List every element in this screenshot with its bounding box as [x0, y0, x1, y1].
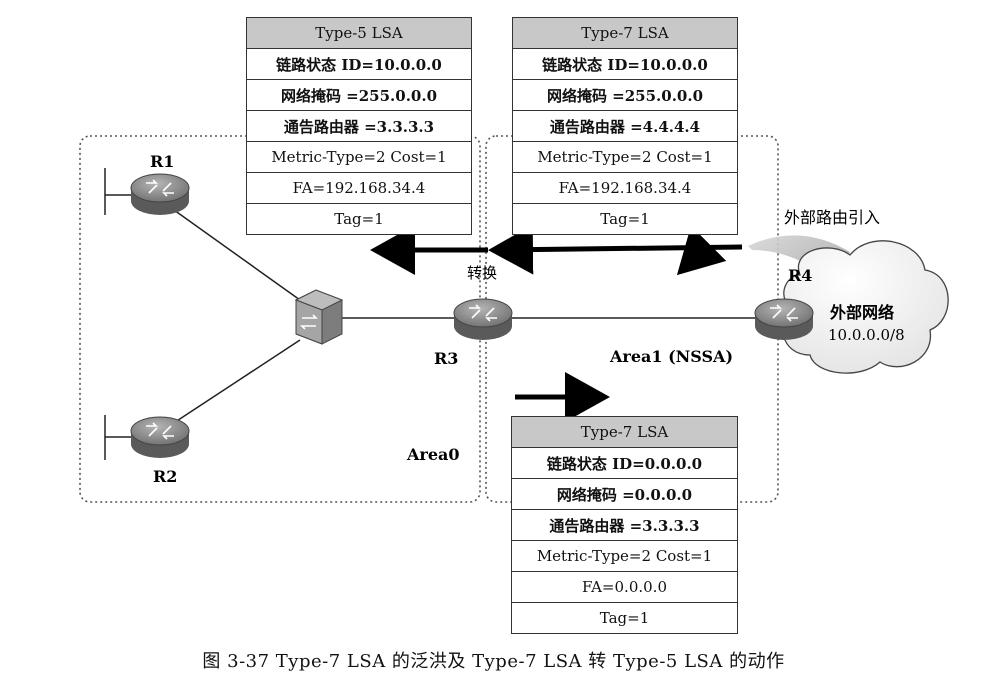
type7-lsa-bottom-header: Type-7 LSA: [511, 416, 738, 448]
router-r1-icon: [130, 173, 190, 215]
type5-lsa-metric: Metric-Type=2 Cost=1: [246, 141, 472, 173]
router-r2-label: R2: [153, 467, 177, 486]
router-r3-label: R3: [434, 349, 458, 368]
arrow-down-into-area1: [676, 225, 727, 276]
type7-lsa-top-table: Type-7 LSA 链路状态 ID=10.0.0.0 网络掩码 =255.0.…: [512, 17, 738, 235]
router-r4-label: R4: [788, 266, 812, 285]
external-import-label: 外部路由引入: [784, 208, 880, 227]
type5-lsa-fa: FA=192.168.34.4: [246, 172, 472, 204]
network-diagram: R1 R2 R3 R4 Area0 Area1 (NSSA) 转换 外部路由引入…: [79, 135, 949, 503]
type7-lsa-bottom-fa: FA=0.0.0.0: [511, 571, 738, 603]
type7-lsa-bottom-adv-router: 通告路由器 =3.3.3.3: [511, 509, 738, 541]
type7-lsa-bottom-table: Type-7 LSA 链路状态 ID=0.0.0.0 网络掩码 =0.0.0.0…: [511, 416, 738, 634]
router-r1-label: R1: [150, 152, 174, 171]
type5-lsa-tag: Tag=1: [246, 203, 472, 235]
type7-lsa-bottom-netmask: 网络掩码 =0.0.0.0: [511, 478, 738, 510]
type7-lsa-top-metric: Metric-Type=2 Cost=1: [512, 141, 738, 173]
type7-lsa-bottom-tag: Tag=1: [511, 602, 738, 634]
conversion-label: 转换: [467, 264, 497, 282]
router-r4-icon: [754, 298, 814, 340]
type7-lsa-bottom-link-id: 链路状态 ID=0.0.0.0: [511, 447, 738, 479]
type7-lsa-top-header: Type-7 LSA: [512, 17, 738, 49]
switch-icon: [294, 289, 344, 345]
area1-label: Area1 (NSSA): [609, 347, 733, 366]
type7-lsa-bottom-metric: Metric-Type=2 Cost=1: [511, 540, 738, 572]
type5-lsa-header: Type-5 LSA: [246, 17, 472, 49]
type5-lsa-link-id: 链路状态 ID=10.0.0.0: [246, 48, 472, 80]
type7-lsa-top-tag: Tag=1: [512, 203, 738, 235]
router-r3-icon: [453, 298, 513, 340]
figure-caption: 图 3-37 Type-7 LSA 的泛洪及 Type-7 LSA 转 Type…: [202, 651, 785, 672]
arrow-type7-to-r3: [488, 224, 743, 275]
type7-lsa-top-link-id: 链路状态 ID=10.0.0.0: [512, 48, 738, 80]
type5-lsa-netmask: 网络掩码 =255.0.0.0: [246, 79, 472, 111]
external-prefix-label: 10.0.0.0/8: [828, 326, 905, 344]
type7-lsa-top-adv-router: 通告路由器 =4.4.4.4: [512, 110, 738, 142]
external-network-label: 外部网络: [829, 303, 894, 322]
area0-label: Area0: [406, 445, 460, 464]
type5-lsa-adv-router: 通告路由器 =3.3.3.3: [246, 110, 472, 142]
links: [104, 168, 755, 460]
type5-lsa-table: Type-5 LSA 链路状态 ID=10.0.0.0 网络掩码 =255.0.…: [246, 17, 472, 235]
type7-lsa-top-netmask: 网络掩码 =255.0.0.0: [512, 79, 738, 111]
router-r2-icon: [130, 416, 190, 458]
type7-lsa-top-fa: FA=192.168.34.4: [512, 172, 738, 204]
